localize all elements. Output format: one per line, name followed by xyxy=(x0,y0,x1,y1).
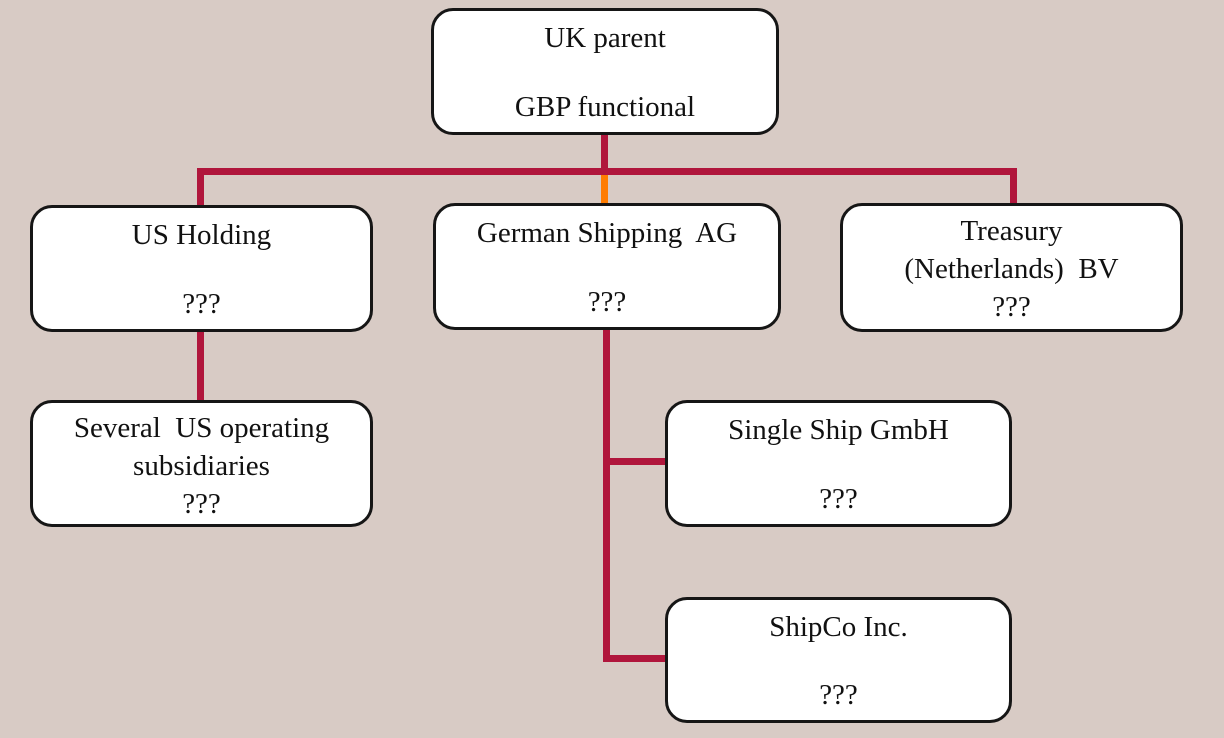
node-several-us-subtitle: ??? xyxy=(182,488,221,520)
node-uk-parent-title: UK parent xyxy=(544,22,666,54)
node-uk-parent: UK parent GBP functional xyxy=(431,8,779,135)
node-treasury: Treasury (Netherlands) BV ??? xyxy=(840,203,1183,332)
connector-horizontal-bus xyxy=(197,168,1017,175)
node-shipco-subtitle: ??? xyxy=(819,679,858,711)
node-several-us-title: Several US operating xyxy=(73,412,330,444)
node-uk-parent-subtitle: GBP functional xyxy=(514,91,696,123)
node-german-shipping-title: German Shipping AG xyxy=(476,217,738,249)
node-treasury-title: Treasury xyxy=(960,215,1063,247)
node-treasury-subtitle: ??? xyxy=(992,291,1031,323)
connector-drop-german-orange xyxy=(601,175,608,204)
node-us-holding-subtitle: ??? xyxy=(182,288,221,320)
node-single-ship: Single Ship GmbH ??? xyxy=(665,400,1012,527)
connector-drop-treasury xyxy=(1010,168,1017,204)
node-german-shipping-subtitle: ??? xyxy=(587,286,627,318)
node-treasury-line2: (Netherlands) BV xyxy=(904,253,1119,285)
node-several-us-subsidiaries: Several US operating subsidiaries ??? xyxy=(30,400,373,527)
node-us-holding: US Holding ??? xyxy=(30,205,373,332)
node-single-ship-subtitle: ??? xyxy=(819,483,858,515)
connector-usholding-subsidiaries xyxy=(197,332,204,401)
connector-elbow-shipco xyxy=(603,655,666,662)
node-shipco: ShipCo Inc. ??? xyxy=(665,597,1012,723)
node-shipco-title: ShipCo Inc. xyxy=(769,611,908,643)
node-us-holding-title: US Holding xyxy=(131,219,272,251)
connector-ukparent-stub xyxy=(601,135,608,171)
node-single-ship-title: Single Ship GmbH xyxy=(728,414,949,446)
node-german-shipping: German Shipping AG ??? xyxy=(433,203,781,330)
connector-elbow-single-ship xyxy=(603,458,666,465)
node-several-us-line2: subsidiaries xyxy=(133,450,270,482)
connector-drop-us-holding xyxy=(197,168,204,206)
connector-german-vertical xyxy=(603,330,610,662)
